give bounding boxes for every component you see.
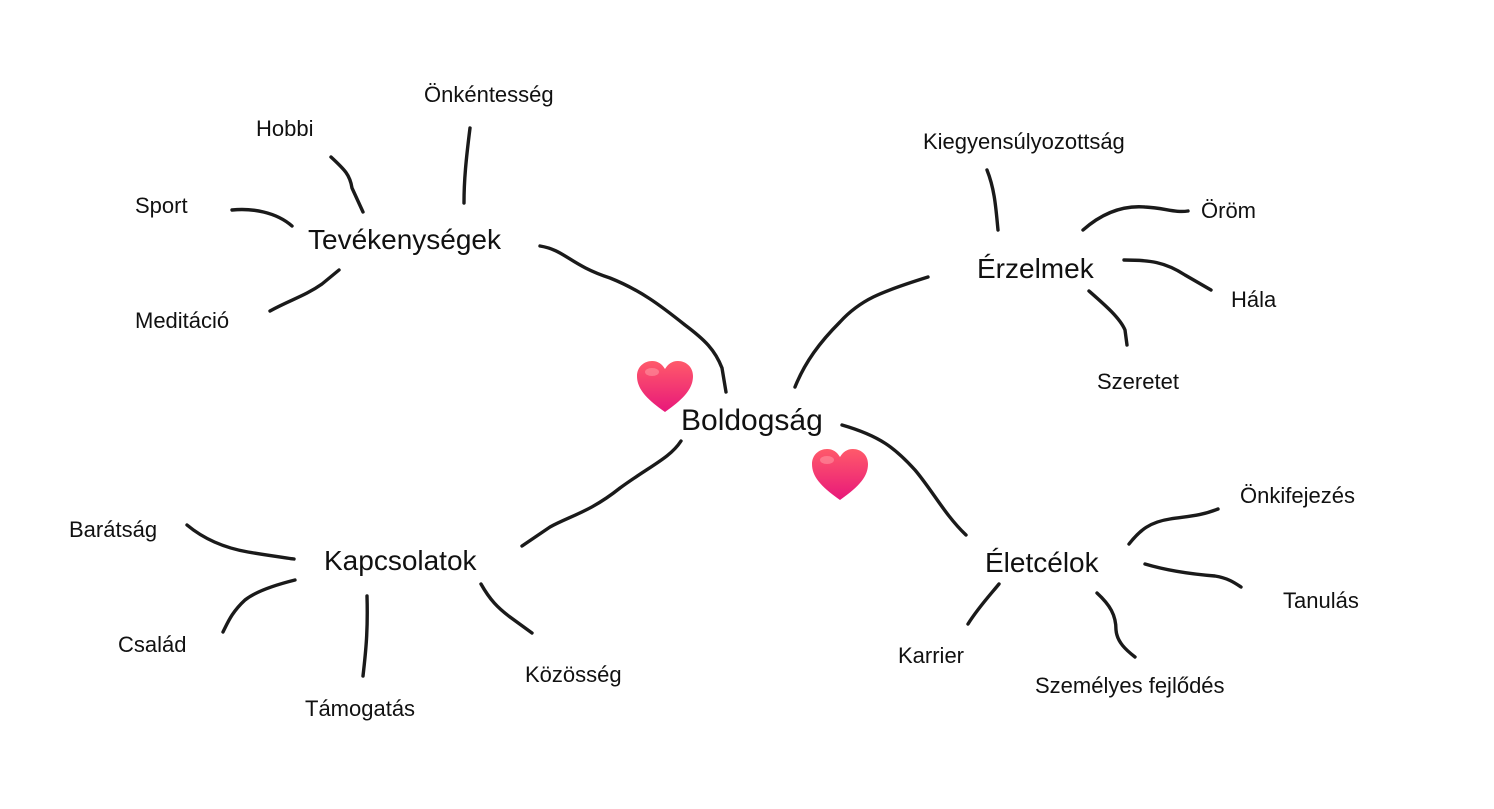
connector-karrier (966, 582, 1001, 626)
connector-kiegyensulyozottsag (985, 168, 1000, 232)
branch-node-erzelmek: Érzelmek (977, 253, 1094, 284)
leaf-node-onkifejezes: Önkifejezés (1240, 483, 1355, 508)
heart-icon (812, 449, 868, 500)
connector-tamogatas (361, 594, 369, 678)
connector-center-activities (538, 244, 728, 394)
leaf-node-karrier: Karrier (898, 643, 965, 668)
leaf-node-hobbi: Hobbi (256, 116, 314, 141)
connector-baratsag (185, 523, 296, 561)
heart-icon (637, 361, 693, 412)
center-node-boldogsag: Boldogság (681, 404, 823, 437)
leaf-node-tamogatas: Támogatás (305, 696, 416, 721)
leaf-node-baratsag: Barátság (69, 517, 158, 542)
branch-node-kapcsolatok: Kapcsolatok (324, 545, 477, 576)
leaf-node-sport: Sport (135, 193, 188, 218)
leaf-node-onkentesseg: Önkéntesség (424, 82, 554, 107)
connector-hala (1122, 258, 1213, 292)
leaf-node-kozosseg: Közösség (525, 662, 622, 687)
connector-tanulas (1143, 562, 1243, 589)
connector-szeretet (1087, 289, 1129, 347)
connector-orom (1081, 205, 1190, 232)
connector-csalad (221, 578, 297, 634)
connector-center-emotions (793, 275, 930, 389)
connector-meditacio (268, 268, 341, 313)
connector-center-relationships (520, 439, 683, 548)
leaf-node-orom: Öröm (1201, 198, 1256, 223)
leaf-node-szemelyes-fejlodes: Személyes fejlődés (1035, 673, 1225, 698)
leaf-node-hala: Hála (1231, 287, 1277, 312)
leaf-node-tanulas: Tanulás (1283, 588, 1359, 613)
branch-node-tevekenysegek: Tevékenységek (308, 224, 502, 255)
leaf-node-meditacio: Meditáció (135, 308, 230, 333)
connector-sport (230, 207, 294, 228)
connector-onkifejezes (1127, 507, 1220, 546)
connector-kozosseg (479, 582, 534, 635)
connector-hobbi (329, 155, 365, 214)
connector-center-lifegoals (840, 423, 968, 537)
leaf-node-szeretet: Szeretet (1097, 369, 1179, 394)
connector-onkentesseg (462, 126, 472, 205)
connector-szemelyes-fejlodes (1095, 591, 1137, 659)
leaf-node-csalad: Család (118, 632, 187, 657)
leaf-node-kiegyensulyozottsag: Kiegyensúlyozottság (923, 129, 1125, 154)
branch-node-eletcelok: Életcélok (985, 547, 1099, 578)
